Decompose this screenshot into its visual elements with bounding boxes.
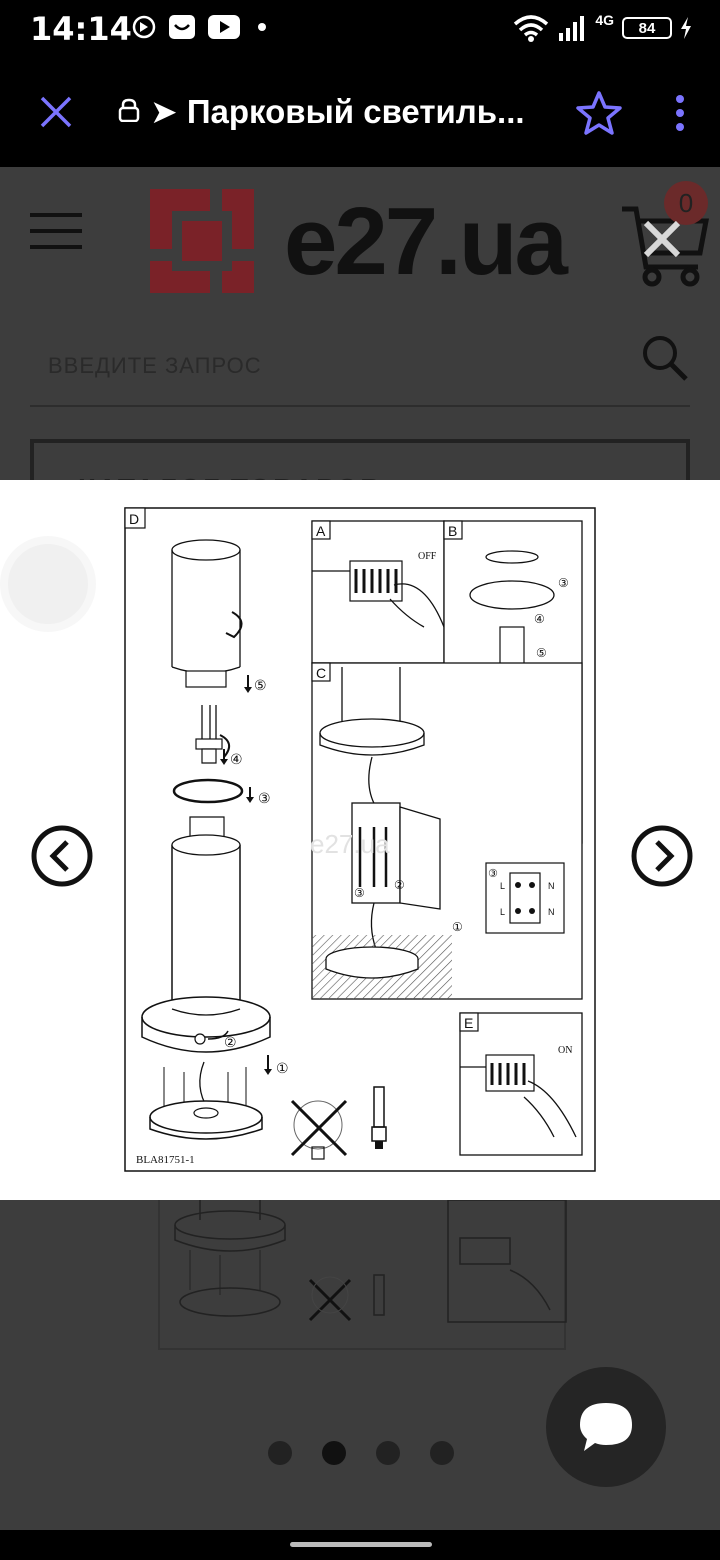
signal-icon [559, 16, 585, 41]
lens-icon [132, 15, 156, 39]
panel-label-e: E [464, 1015, 473, 1031]
panel-c-step-2: ② [394, 878, 405, 892]
step-1: ① [276, 1061, 289, 1077]
hamburger-menu-icon[interactable] [30, 213, 82, 249]
carousel-dot-4[interactable] [430, 1441, 454, 1465]
off-label: OFF [418, 551, 437, 562]
step-4: ④ [230, 752, 243, 768]
cart-button[interactable]: 0 [620, 181, 710, 287]
status-time: 14:14 [30, 10, 132, 48]
battery-icon: 84 [622, 17, 672, 39]
chat-button[interactable] [546, 1367, 666, 1487]
status-bar: 14:14 4G 84 [0, 0, 720, 60]
step-3: ③ [258, 791, 271, 807]
dot-icon [258, 23, 266, 31]
panel-label-c: C [316, 665, 326, 681]
step-5: ⑤ [254, 678, 267, 694]
lock-icon [118, 98, 140, 122]
carousel-dots [268, 1441, 454, 1465]
wifi-icon [514, 15, 549, 42]
youtube-icon [208, 15, 240, 39]
cart-close-icon[interactable] [642, 219, 682, 259]
model-code: BLA81751-1 [136, 1154, 195, 1166]
carousel-dot-2-active[interactable] [322, 1441, 346, 1465]
chat-bubble-icon [580, 1403, 632, 1451]
product-image-preview[interactable] [158, 1199, 567, 1350]
panel-label-b: B [448, 523, 457, 539]
previous-image-button[interactable] [30, 824, 94, 888]
browser-toolbar: ➤ Парковый светиль... [0, 60, 720, 167]
site-logo[interactable]: e27.ua [150, 188, 570, 295]
logo-text: e27.ua [284, 188, 568, 295]
panel-c-inset-step-3: ③ [488, 867, 498, 880]
logo-mark-icon [150, 189, 254, 293]
zoom-indicator [0, 536, 96, 632]
home-indicator[interactable] [290, 1542, 432, 1547]
network-type: 4G [595, 12, 614, 28]
panel-label-a: A [316, 523, 326, 539]
cart-count-badge: 0 [664, 181, 708, 225]
carousel-dot-1[interactable] [268, 1441, 292, 1465]
menu-dots-icon[interactable] [668, 94, 692, 134]
watermark: e27.ua [310, 829, 390, 859]
on-label: ON [558, 1045, 572, 1056]
search-row [30, 327, 690, 407]
step-2: ② [224, 1035, 237, 1051]
terminal-label-n-top: N [548, 881, 555, 891]
battery-level: 84 [638, 19, 656, 37]
image-gallery-overlay: D ⑤ ④ ③ ② ① [0, 480, 720, 1200]
search-input[interactable] [48, 353, 608, 379]
page-title: ➤ Парковый светиль... [150, 93, 525, 130]
system-navigation-bar [0, 1530, 720, 1560]
installation-diagram-image[interactable]: D ⑤ ④ ③ ② ① [124, 507, 596, 1172]
preview-drawing [174, 1199, 567, 1323]
carousel-dot-3[interactable] [376, 1441, 400, 1465]
terminal-label-l-bottom: L [500, 907, 505, 917]
star-icon[interactable] [576, 90, 622, 136]
panel-b-step-5: ⑤ [536, 646, 547, 660]
terminal-label-n-bottom: N [548, 907, 555, 917]
panel-c-step-3: ③ [354, 886, 365, 900]
search-icon[interactable] [640, 333, 690, 383]
panel-b-step-4: ④ [534, 612, 545, 626]
panel-b-step-3: ③ [558, 576, 569, 590]
charging-icon [681, 17, 691, 39]
close-icon[interactable] [36, 92, 76, 132]
next-image-button[interactable] [630, 824, 694, 888]
panel-label-d: D [129, 511, 139, 527]
panel-c-step-1: ① [452, 920, 463, 934]
smile-icon [169, 15, 195, 39]
terminal-label-l-top: L [500, 881, 505, 891]
